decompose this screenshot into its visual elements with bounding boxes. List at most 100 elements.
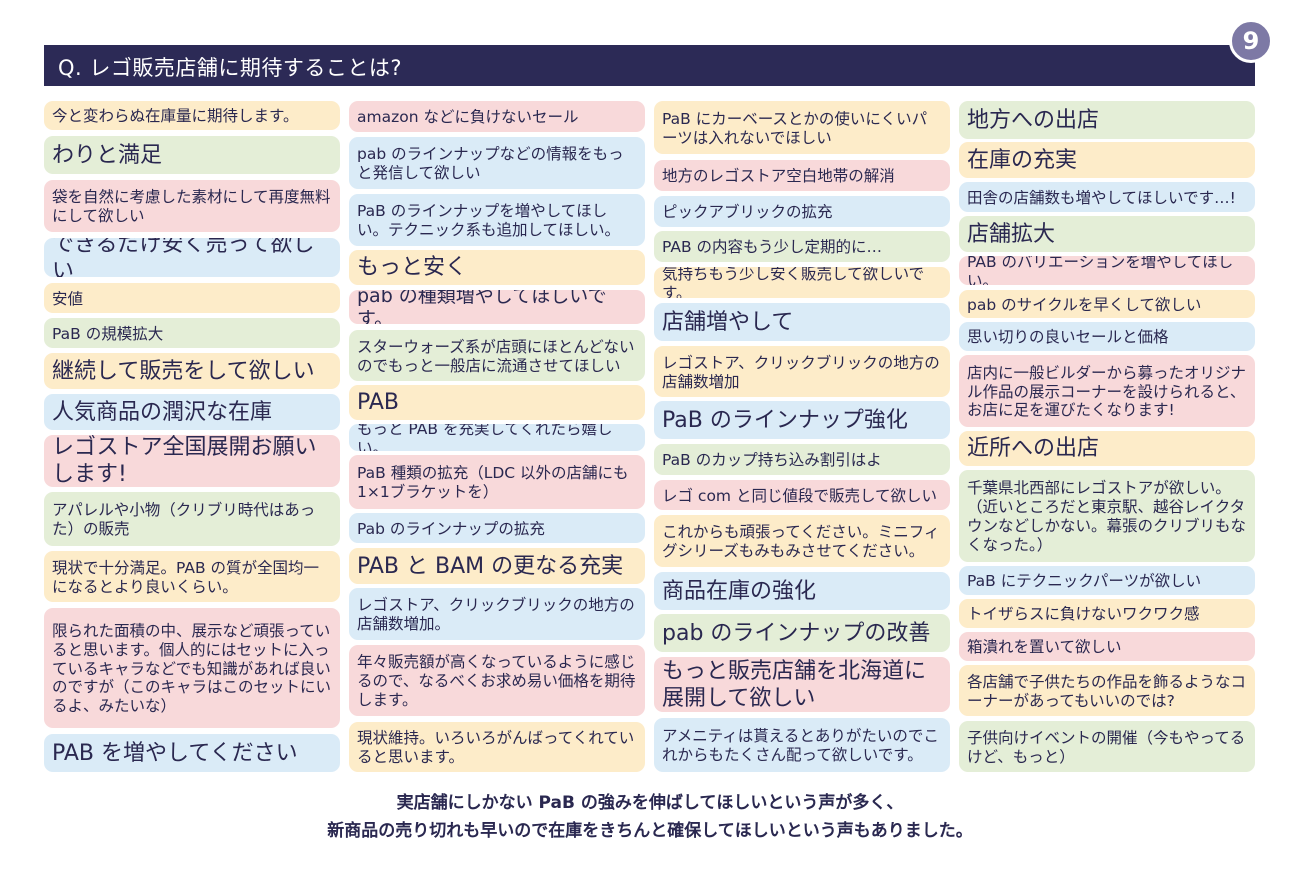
answer-text: 近所への出店 — [967, 436, 1100, 462]
page-number-badge: 9 — [1229, 19, 1273, 63]
answer-text: 店舗増やして — [662, 309, 794, 335]
answer-card: 地方のレゴストア空白地帯の解消 — [654, 160, 950, 191]
answer-text: pab のサイクルを早くして欲しい — [967, 295, 1202, 314]
answer-card: 袋を自然に考慮した素材にして再度無料にして欲しい — [44, 180, 340, 232]
answer-card: PaB のラインナップを増やしてほしい。テクニック系も追加してほしい。 — [349, 194, 645, 246]
answer-card: 在庫の充実 — [959, 142, 1255, 178]
answer-text: 年々販売額が高くなっているように感じるので、なるべくお求め易い価格を期待します。 — [357, 653, 636, 709]
answer-text: 箱潰れを置いて欲しい — [967, 638, 1122, 657]
answer-card: PaB にカーベースとかの使いにくいパーツは入れないでほしい — [654, 101, 950, 154]
question-header: Q. レゴ販売店舗に期待することは? — [44, 45, 1255, 86]
answer-card: 現状維持。いろいろがんばってくれていると思います。 — [349, 722, 645, 772]
answer-card: レゴストア、クリックブリックの地方の店舗数増加。 — [349, 588, 645, 640]
answer-card: これからも頑張ってください。ミニフィグシリーズもみもみさせてください。 — [654, 515, 950, 567]
answer-card: 現状で十分満足。PAB の質が全国均一になるとより良いくらい。 — [44, 551, 340, 602]
answer-card: レゴ com と同じ値段で販売して欲しい — [654, 480, 950, 510]
answer-text: 現状で十分満足。PAB の質が全国均一になるとより良いくらい。 — [52, 558, 320, 596]
answer-text: 地方のレゴストア空白地帯の解消 — [662, 167, 895, 186]
answer-card: できるだけ安く売って欲しい — [44, 238, 340, 277]
answer-text: 今と変わらぬ在庫量に期待します。 — [52, 107, 299, 126]
answer-text: PaB にテクニックパーツが欲しい — [967, 572, 1202, 591]
answer-text: PAB と BAM の更なる充実 — [357, 553, 624, 579]
answer-text: もっと安く — [357, 255, 468, 281]
answer-card: 今と変わらぬ在庫量に期待します。 — [44, 101, 340, 130]
answer-text: 店内に一般ビルダーから募ったオリジナル作品の展示コーナーを設けられると、お店に足… — [967, 363, 1247, 420]
answer-text: PAB — [357, 390, 400, 416]
answer-card: pab のラインナップの改善 — [654, 614, 950, 652]
answer-text: できるだけ安く売って欲しい — [52, 238, 315, 277]
answer-card: 近所への出店 — [959, 431, 1255, 466]
answer-text: もっと販売店舗を北海道に展開して欲しい — [662, 658, 927, 711]
answer-card: 地方への出店 — [959, 101, 1255, 139]
answer-card: ピックアブリックの拡充 — [654, 196, 950, 227]
answer-card: pab の種類増やしてほしいです。 — [349, 290, 645, 324]
answer-text: 田舎の店舗数も増やしてほしいです…! — [967, 188, 1236, 207]
answer-card: PaB のカップ持ち込み割引はよ — [654, 444, 950, 475]
answer-card: pab のラインナップなどの情報をもっと発信して欲しい — [349, 137, 645, 189]
answer-text: 店舗拡大 — [967, 221, 1056, 247]
answer-card: もっと安く — [349, 250, 645, 285]
answer-card: Pab のラインナップの拡充 — [349, 513, 645, 543]
answer-card: アメニティは貰えるとありがたいのでこれからもたくさん配って欲しいです。 — [654, 718, 950, 772]
page-title: Q. レゴ販売店舗に期待することは? — [58, 56, 403, 80]
answer-card: PAB と BAM の更なる充実 — [349, 548, 645, 584]
answer-text: pab のラインナップなどの情報をもっと発信して欲しい — [357, 145, 624, 182]
summary-line-2: 新商品の売り切れも早いので在庫をきちんと確保してほしいという声もありました。 — [327, 821, 973, 841]
answer-text: PaB のカップ持ち込み割引はよ — [662, 451, 882, 470]
answer-card: 千葉県北西部にレゴストアが欲しい。（近いところだと東京駅、越谷レイクタウンなどし… — [959, 470, 1255, 562]
answer-text: 千葉県北西部にレゴストアが欲しい。（近いところだと東京駅、越谷レイクタウンなどし… — [967, 479, 1247, 554]
answer-card: 箱潰れを置いて欲しい — [959, 632, 1255, 661]
answer-card: PaB にテクニックパーツが欲しい — [959, 566, 1255, 595]
answer-card: 子供向けイベントの開催（今もやってるけど、もっと） — [959, 721, 1255, 772]
answer-text: PAB を増やしてください — [52, 740, 298, 766]
answer-text: 子供向けイベントの開催（今もやってるけど、もっと） — [967, 728, 1246, 766]
answer-card: スターウォーズ系が店頭にほとんどないのでもっと一般店に流通させてほしい — [349, 330, 645, 381]
answer-text: 商品在庫の強化 — [662, 578, 817, 604]
answer-card: 田舎の店舗数も増やしてほしいです…! — [959, 182, 1255, 212]
answer-card: PAB のバリエーションを増やしてほしい。 — [959, 256, 1255, 285]
answer-text: PaB のラインナップ強化 — [662, 407, 908, 433]
answer-card: pab のサイクルを早くして欲しい — [959, 290, 1255, 318]
answer-card: PAB — [349, 385, 645, 420]
answer-text: アメニティは貰えるとありがたいのでこれからもたくさん配って欲しいです。 — [662, 727, 939, 764]
answer-text: レゴストア、クリックブリックの地方の店舗数増加 — [662, 353, 940, 391]
answer-card: 継続して販売をして欲しい — [44, 353, 340, 389]
answer-card: 店舗拡大 — [959, 216, 1255, 252]
answer-text: レゴ com と同じ値段で販売して欲しい — [662, 486, 937, 505]
answer-text: pab のラインナップの改善 — [662, 620, 931, 646]
answer-card: 安値 — [44, 283, 340, 313]
answer-text: もっと PAB を充実してくれたら嬉しい。 — [357, 424, 613, 451]
answer-text: 気持ちもう少し安く販売して欲しいです。 — [662, 267, 925, 298]
answer-text: 安値 — [52, 289, 84, 308]
answer-card: 気持ちもう少し安く販売して欲しいです。 — [654, 267, 950, 298]
answer-card: もっと販売店舗を北海道に展開して欲しい — [654, 657, 950, 712]
answer-text: 地方への出店 — [967, 107, 1100, 133]
answer-text: 人気商品の潤沢な在庫 — [52, 399, 273, 425]
answer-text: アパレルや小物（クリブリ時代はあった）の販売 — [52, 501, 316, 538]
answer-text: amazon などに負けないセール — [357, 108, 579, 127]
answer-text: Pab のラインナップの拡充 — [357, 519, 545, 538]
answer-text: PaB のラインナップを増やしてほしい。テクニック系も追加してほしい。 — [357, 202, 621, 239]
answer-text: 各店舗で子供たちの作品を飾るようなコーナーがあってもいいのでは? — [967, 672, 1247, 710]
answer-card: 各店舗で子供たちの作品を飾るようなコーナーがあってもいいのでは? — [959, 665, 1255, 716]
answer-card: amazon などに負けないセール — [349, 101, 645, 132]
answer-card: 人気商品の潤沢な在庫 — [44, 394, 340, 430]
answer-text: ピックアブリックの拡充 — [662, 203, 833, 222]
answer-text: トイザらスに負けないワクワク感 — [967, 605, 1200, 624]
answer-text: レゴストア全国展開お願いします! — [52, 435, 317, 487]
answer-card: PaB の規模拡大 — [44, 318, 340, 348]
answer-card: 思い切りの良いセールと価格 — [959, 322, 1255, 351]
answer-text: PaB 種類の拡充（LDC 以外の店舗にも1×1ブラケットを） — [357, 464, 629, 501]
answer-text: PaB にカーベースとかの使いにくいパーツは入れないでほしい — [662, 109, 928, 147]
answer-text: レゴストア、クリックブリックの地方の店舗数増加。 — [357, 596, 635, 633]
answer-card: 店内に一般ビルダーから募ったオリジナル作品の展示コーナーを設けられると、お店に足… — [959, 355, 1255, 427]
answer-card: PaB のラインナップ強化 — [654, 401, 950, 439]
answer-text: 在庫の充実 — [967, 147, 1078, 173]
answer-text: これからも頑張ってください。ミニフィグシリーズもみもみさせてください。 — [662, 523, 940, 560]
answer-card: アパレルや小物（クリブリ時代はあった）の販売 — [44, 492, 340, 546]
answer-card: 商品在庫の強化 — [654, 572, 950, 610]
answer-text: 継続して販売をして欲しい — [52, 358, 315, 384]
answer-card: 限られた面積の中、展示など頑張っていると思います。個人的にはセットに入っているキ… — [44, 608, 340, 728]
answer-card: トイザらスに負けないワクワク感 — [959, 599, 1255, 628]
answer-card: 年々販売額が高くなっているように感じるので、なるべくお求め易い価格を期待します。 — [349, 645, 645, 716]
